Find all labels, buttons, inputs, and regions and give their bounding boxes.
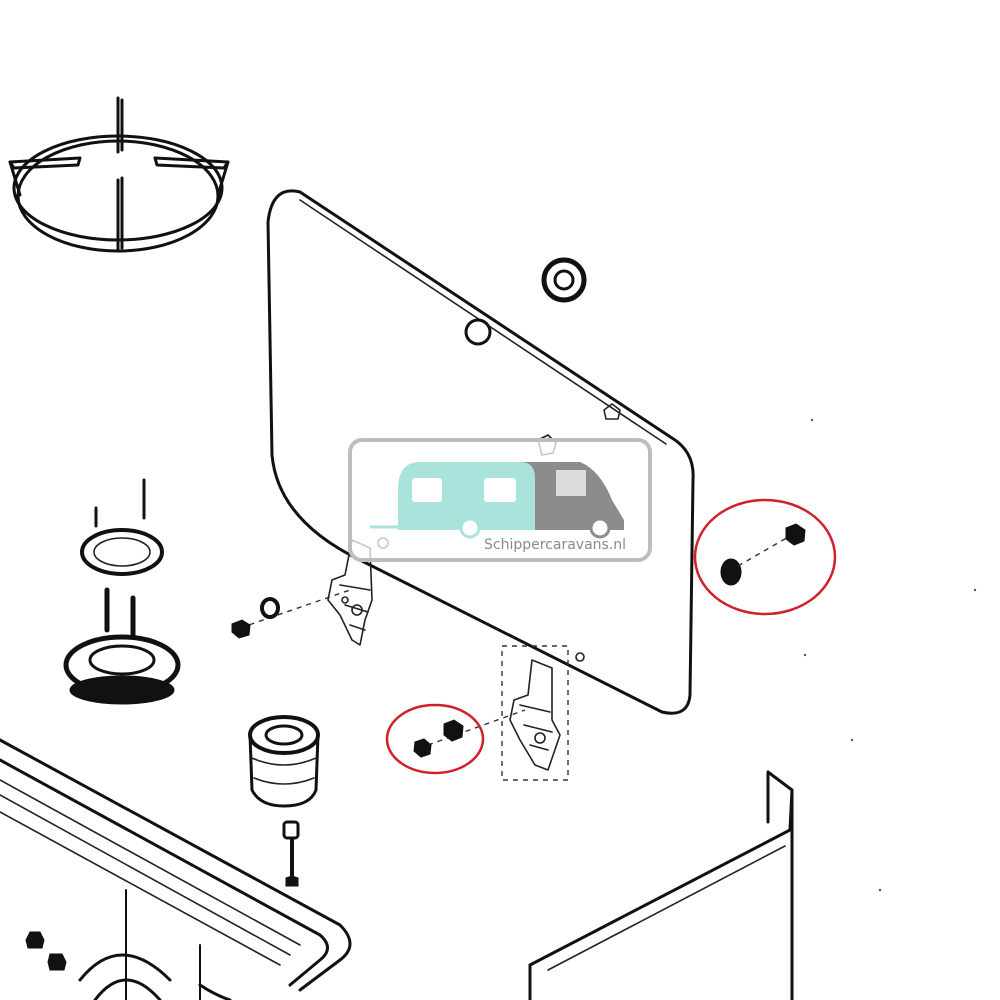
highlight-circle-bottom [385, 703, 485, 775]
burner-cap-icon [63, 478, 181, 705]
scatter-marks [803, 418, 977, 892]
watermark: Schippercaravans.nl [348, 438, 652, 562]
caravan-icon [370, 462, 535, 539]
watermark-text: Schippercaravans.nl [484, 537, 626, 553]
nut-icon [720, 523, 806, 586]
hob-tray [0, 738, 352, 1000]
highlight-circle-right [693, 498, 837, 616]
cabinet-panel [528, 770, 794, 1000]
hinge-icon [509, 659, 561, 771]
nut-icon [413, 719, 464, 758]
burner-grate-icon [8, 96, 230, 253]
nut-icon [231, 597, 280, 639]
hinge-icon [327, 539, 373, 646]
burner-cap-icon [248, 715, 320, 887]
